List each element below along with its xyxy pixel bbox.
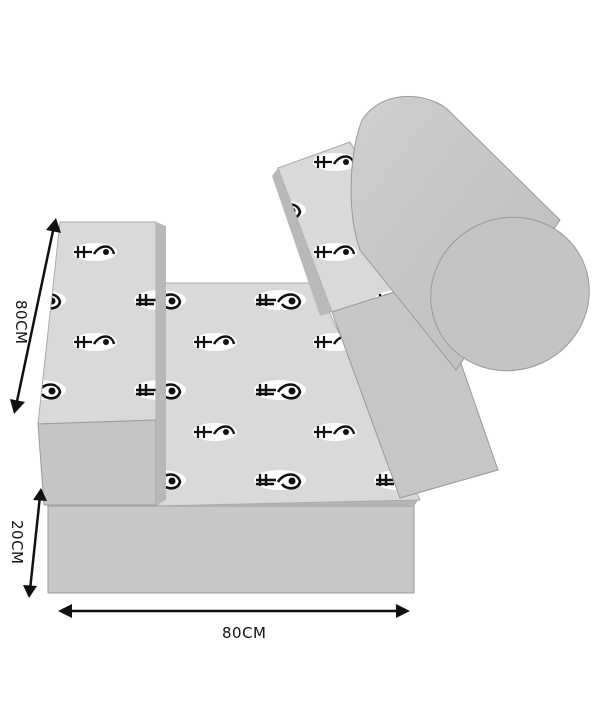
height-arrow (10, 218, 61, 414)
bolster-cushion (350, 95, 590, 372)
left-armrest (37, 221, 166, 506)
width-arrow (58, 604, 410, 618)
height-label: 80CM (12, 300, 30, 345)
base-cushion (47, 498, 420, 594)
base-height-label: 20CM (8, 520, 26, 565)
base-height-arrow (23, 488, 47, 598)
width-label: 80CM (222, 624, 267, 642)
